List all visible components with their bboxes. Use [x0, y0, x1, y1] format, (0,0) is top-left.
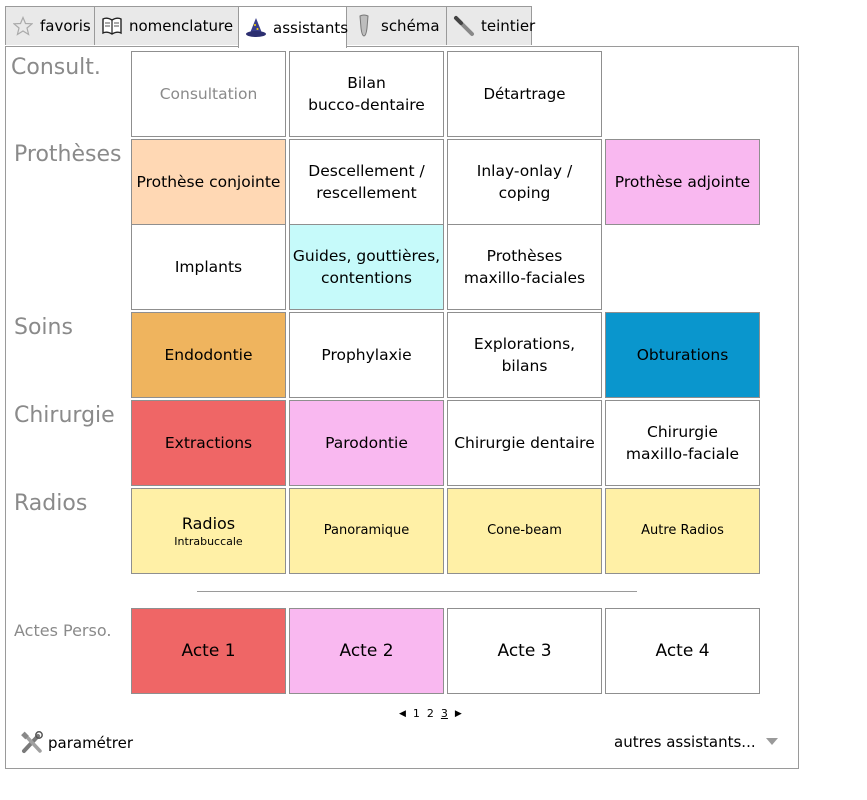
shade-guide-icon — [453, 15, 475, 37]
tab-teintier[interactable]: teintier — [446, 6, 536, 45]
tile-autre-radios[interactable]: Autre Radios — [605, 488, 760, 574]
tile-obturations[interactable]: Obturations — [605, 312, 760, 398]
tile-acte-1[interactable]: Acte 1 — [131, 608, 286, 694]
pager-page-2[interactable]: 2 — [426, 707, 434, 720]
pager: ◀ 1 2 3 ▶ — [399, 707, 462, 720]
divider — [197, 591, 637, 592]
tile-detartrage[interactable]: Détartrage — [447, 51, 602, 137]
tile-label: maxillo-faciales — [463, 269, 586, 287]
tile-label: Panoramique — [323, 523, 410, 538]
tile-label: Prothèse conjointe — [136, 173, 281, 191]
section-radios: Radios — [14, 491, 88, 516]
tab-favoris[interactable]: favoris — [5, 6, 95, 45]
parametrer-button[interactable]: paramétrer — [20, 731, 133, 755]
wizard-hat-icon — [245, 17, 267, 39]
tile-label: bilans — [501, 357, 548, 375]
tab-nomenclature[interactable]: nomenclature — [94, 6, 239, 45]
tile-label: Consultation — [159, 85, 258, 103]
tile-protheses-maxillo-faciales[interactable]: Prothèses maxillo-faciales — [447, 224, 602, 310]
section-protheses: Prothèses — [14, 142, 122, 167]
tile-label: bucco-dentaire — [308, 96, 425, 114]
tile-extractions[interactable]: Extractions — [131, 400, 286, 486]
tile-label: Extractions — [164, 434, 253, 452]
tile-consultation[interactable]: Consultation — [131, 51, 286, 137]
assistants-panel: Consult. Prothèses Soins Chirurgie Radio… — [5, 46, 799, 769]
tile-chirurgie-maxillo-faciale[interactable]: Chirurgie maxillo-faciale — [605, 400, 760, 486]
tile-label: Radios — [181, 514, 236, 533]
tile-explorations-bilans[interactable]: Explorations, bilans — [447, 312, 602, 398]
tile-label: Descellement / — [308, 162, 425, 180]
tab-label: assistants — [273, 18, 349, 37]
tools-icon — [20, 731, 46, 755]
tile-guides-gouttieres[interactable]: Guides, gouttières, contentions — [289, 224, 444, 310]
tile-prothese-conjointe[interactable]: Prothèse conjointe — [131, 139, 286, 225]
tile-acte-3[interactable]: Acte 3 — [447, 608, 602, 694]
autres-assistants-label: autres assistants... — [614, 733, 756, 751]
tab-assistants[interactable]: assistants — [238, 6, 349, 48]
pager-next[interactable]: ▶ — [454, 708, 462, 719]
pager-prev[interactable]: ◀ — [399, 708, 406, 719]
tile-label: Inlay-onlay / — [476, 162, 573, 180]
chevron-down-icon — [765, 738, 778, 746]
tile-label: Prothèse adjointe — [614, 173, 751, 191]
tile-label: Acte 1 — [181, 641, 236, 661]
tile-label: maxillo-faciale — [625, 445, 740, 463]
tile-endodontie[interactable]: Endodontie — [131, 312, 286, 398]
tile-label: Explorations, — [473, 335, 576, 353]
tile-label: Bilan — [347, 74, 386, 92]
section-actes-perso: Actes Perso. — [14, 621, 112, 640]
tile-descellement[interactable]: Descellement / rescellement — [289, 139, 444, 225]
tile-label: Acte 3 — [497, 641, 552, 661]
section-chirurgie: Chirurgie — [14, 403, 115, 428]
tab-bar: favoris nomenclature assistants schéma t… — [5, 6, 536, 48]
tile-label: Chirurgie dentaire — [454, 434, 595, 452]
tile-label: Obturations — [636, 346, 729, 364]
tile-label: Acte 4 — [655, 641, 710, 661]
tile-label: Prothèses — [486, 247, 563, 265]
star-icon — [12, 15, 34, 37]
tile-parodontie[interactable]: Parodontie — [289, 400, 444, 486]
parametrer-label: paramétrer — [48, 734, 134, 752]
tile-bilan-bucco-dentaire[interactable]: Bilan bucco-dentaire — [289, 51, 444, 137]
section-soins: Soins — [14, 315, 73, 340]
tile-label: contentions — [320, 269, 413, 287]
pager-page-1[interactable]: 1 — [412, 707, 420, 720]
tile-radios-intrabuccale[interactable]: Radios Intrabuccale — [131, 488, 286, 574]
pager-page-3[interactable]: 3 — [440, 707, 448, 720]
tab-label: favoris — [40, 17, 91, 35]
tile-inlay-onlay[interactable]: Inlay-onlay / coping — [447, 139, 602, 225]
tile-label: Autre Radios — [641, 523, 724, 538]
tab-label: nomenclature — [129, 17, 234, 35]
tab-label: schéma — [381, 17, 440, 35]
tile-label: Détartrage — [483, 85, 566, 103]
tile-cone-beam[interactable]: Cone-beam — [447, 488, 602, 574]
book-icon — [101, 15, 123, 37]
autres-assistants-dropdown[interactable]: autres assistants... — [614, 733, 778, 751]
section-consult: Consult. — [11, 55, 101, 80]
tile-acte-4[interactable]: Acte 4 — [605, 608, 760, 694]
tile-acte-2[interactable]: Acte 2 — [289, 608, 444, 694]
tile-chirurgie-dentaire[interactable]: Chirurgie dentaire — [447, 400, 602, 486]
tile-prothese-adjointe[interactable]: Prothèse adjointe — [605, 139, 760, 225]
tile-label: Chirurgie — [647, 423, 718, 441]
tooth-icon — [353, 14, 375, 37]
tile-label: coping — [498, 184, 551, 202]
tab-schema[interactable]: schéma — [346, 6, 447, 45]
tile-label: Endodontie — [164, 346, 253, 364]
tile-implants[interactable]: Implants — [131, 224, 286, 310]
tile-label: Prophylaxie — [321, 346, 412, 364]
tile-label: Implants — [174, 258, 243, 276]
tile-label: Parodontie — [325, 434, 408, 452]
tile-sublabel: Intrabuccale — [174, 535, 243, 548]
tile-panoramique[interactable]: Panoramique — [289, 488, 444, 574]
tile-label: Guides, gouttières, — [292, 247, 441, 265]
tile-label: Acte 2 — [339, 641, 394, 661]
tile-label: Cone-beam — [487, 523, 562, 538]
tab-label: teintier — [481, 17, 536, 35]
tile-prophylaxie[interactable]: Prophylaxie — [289, 312, 444, 398]
tile-label: rescellement — [316, 184, 417, 202]
